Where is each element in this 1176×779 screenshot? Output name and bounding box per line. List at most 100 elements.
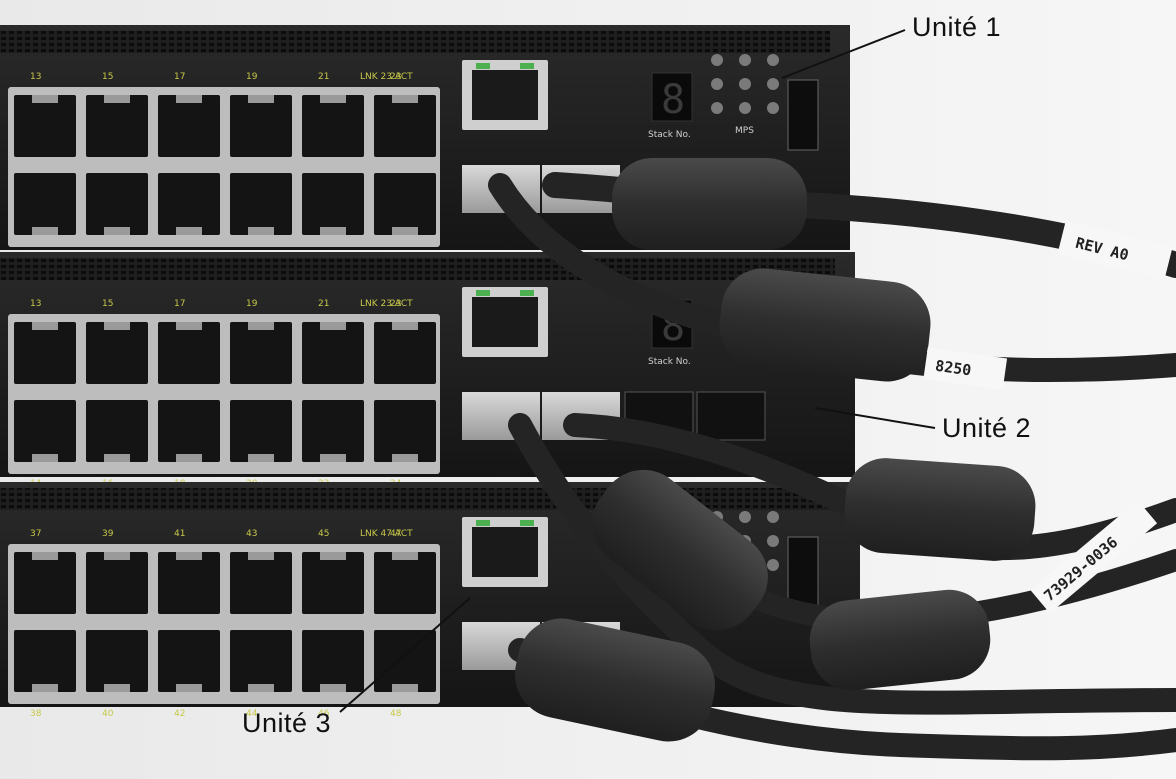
rj45-port — [14, 630, 76, 692]
console-led — [520, 520, 534, 526]
ferrite-core — [844, 458, 1036, 561]
cable-label-sticker — [1030, 500, 1158, 614]
port-number-label: 45 — [318, 529, 329, 539]
console-led — [476, 290, 490, 296]
port-number-label: 17 — [174, 72, 185, 82]
ferrite-core — [809, 589, 991, 691]
console-led — [476, 63, 490, 69]
rj45-port — [230, 322, 292, 384]
port-latch — [392, 227, 418, 235]
vent-grille — [0, 488, 840, 510]
port-latch — [176, 322, 202, 330]
status-led — [711, 102, 723, 114]
status-led — [767, 511, 779, 523]
rj45-port — [302, 400, 364, 462]
console-port-socket — [472, 527, 538, 577]
status-led — [739, 54, 751, 66]
rj45-port — [374, 400, 436, 462]
port-latch — [392, 322, 418, 330]
port-latch — [104, 322, 130, 330]
port-number-label: 21 — [318, 299, 329, 309]
console-led — [476, 520, 490, 526]
mps-label: MPS — [735, 126, 754, 136]
vent-grille — [0, 31, 830, 53]
port-number-label: 40 — [102, 709, 114, 719]
callout-unit-3: Unité 3 — [242, 708, 332, 738]
port-latch — [392, 552, 418, 560]
port-latch — [104, 454, 130, 462]
rj45-port — [374, 552, 436, 614]
port-number-label: 13 — [30, 299, 41, 309]
stacking-cables: REV A0 8250 73929-0036 — [488, 158, 1176, 761]
port-number-label: 42 — [174, 709, 185, 719]
rj45-port — [230, 95, 292, 157]
port-latch — [32, 322, 58, 330]
port-latch — [320, 95, 346, 103]
rj45-port — [158, 552, 220, 614]
port-latch — [32, 95, 58, 103]
port-number-label: 19 — [246, 72, 258, 82]
status-led — [767, 535, 779, 547]
port-number-label: 41 — [174, 529, 185, 539]
link-activity-label: LNK 23 ACT — [360, 72, 413, 82]
port-latch — [104, 552, 130, 560]
port-number-label: 23 — [390, 72, 401, 82]
rj45-port — [302, 630, 364, 692]
rj45-port — [302, 552, 364, 614]
port-latch — [320, 684, 346, 692]
status-led — [739, 102, 751, 114]
stack-number-digit: 8 — [661, 77, 685, 123]
port-number-label: 46 — [318, 709, 330, 719]
usb-port — [787, 79, 819, 151]
port-latch — [392, 454, 418, 462]
console-led — [520, 290, 534, 296]
port-latch — [320, 454, 346, 462]
console-port-socket — [472, 70, 538, 120]
rj45-port — [230, 400, 292, 462]
rj45-port — [230, 552, 292, 614]
port-number-label: 39 — [102, 529, 114, 539]
status-led — [767, 102, 779, 114]
cable-label-sticker — [1057, 220, 1173, 281]
port-number-label: 15 — [102, 72, 113, 82]
rj45-port — [302, 95, 364, 157]
rj45-port — [14, 552, 76, 614]
stack-number-label: Stack No. — [648, 130, 691, 140]
rj45-port — [158, 173, 220, 235]
port-latch — [248, 95, 274, 103]
rj45-port — [14, 173, 76, 235]
link-activity-label: LNK 47 ACT — [360, 529, 413, 539]
port-latch — [248, 322, 274, 330]
rj45-port — [374, 630, 436, 692]
port-latch — [104, 227, 130, 235]
port-number-label: 43 — [246, 529, 257, 539]
ferrite-core — [719, 268, 931, 382]
port-latch — [32, 227, 58, 235]
port-latch — [32, 552, 58, 560]
port-number-label: 44 — [246, 709, 258, 719]
rj45-port — [230, 630, 292, 692]
status-led — [711, 54, 723, 66]
callout-unit-2: Unité 2 — [942, 413, 1032, 443]
port-latch — [176, 684, 202, 692]
port-number-label: 37 — [30, 529, 41, 539]
port-latch — [176, 227, 202, 235]
rj45-port — [158, 400, 220, 462]
port-latch — [320, 322, 346, 330]
ferrite-core — [612, 158, 807, 250]
rj45-port — [86, 552, 148, 614]
port-latch — [104, 684, 130, 692]
rj45-port — [14, 95, 76, 157]
link-activity-label: LNK 23 ACT — [360, 299, 413, 309]
status-led — [711, 78, 723, 90]
port-latch — [248, 227, 274, 235]
cable-label-text: 8250 — [934, 357, 972, 380]
rj45-port — [86, 400, 148, 462]
rj45-port — [86, 95, 148, 157]
rj45-port — [86, 322, 148, 384]
port-number-label: 21 — [318, 72, 329, 82]
port-latch — [32, 454, 58, 462]
port-latch — [248, 684, 274, 692]
rj45-port — [86, 630, 148, 692]
rj45-port — [158, 95, 220, 157]
